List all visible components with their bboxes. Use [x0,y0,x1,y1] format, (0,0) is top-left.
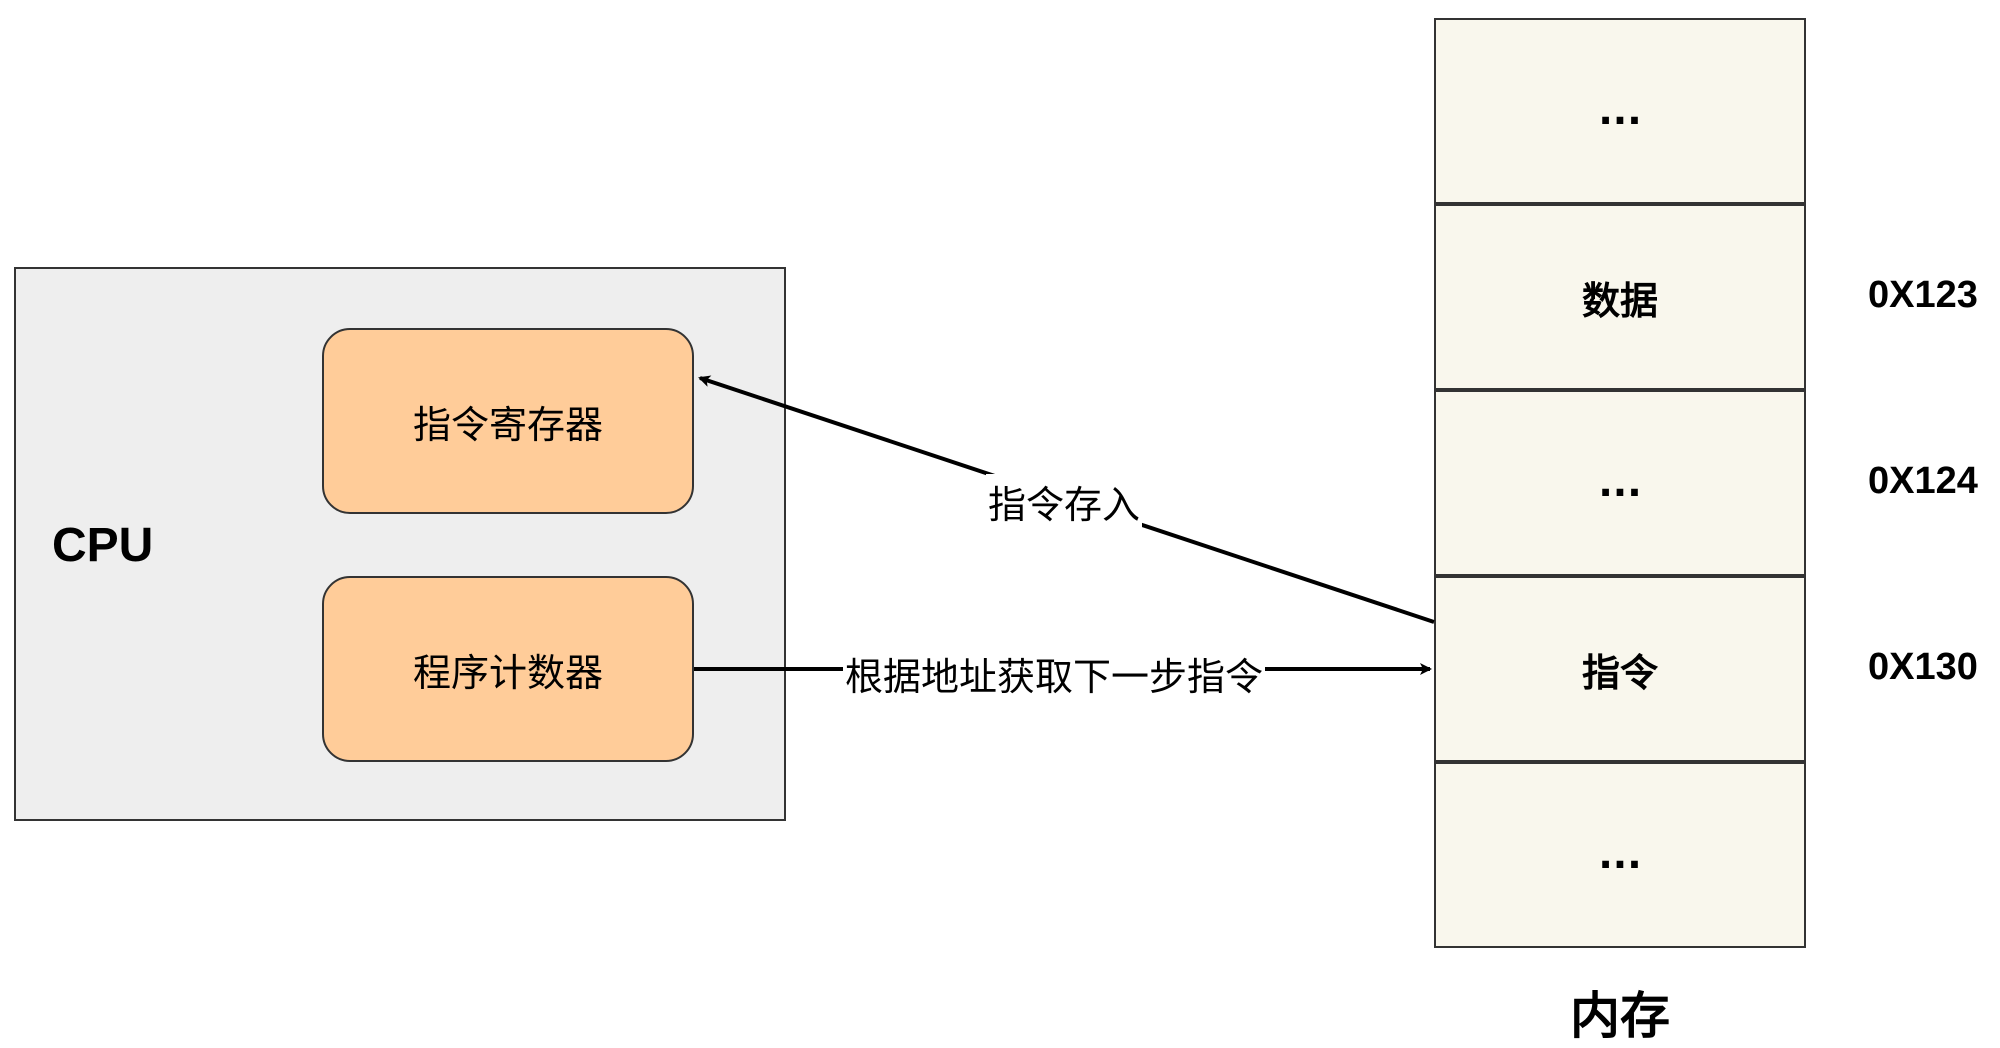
program-counter-label: 程序计数器 [412,650,603,695]
address-label-0x123: 0X123 [1868,274,1978,316]
cpu-label: CPU [52,519,154,572]
memory-cell-4-text: 指令 [1581,650,1658,695]
memory-cell-5-text: ... [1598,833,1642,877]
memory-cell-1: ... [1434,18,1806,204]
fetch-arrow-label: 根据地址获取下一步指令 [843,646,1266,701]
memory-title: 内存 [1570,987,1670,1045]
memory-cell-3: ... [1434,390,1806,576]
memory-cell-5: ... [1434,762,1806,948]
memory-cell-1-text: ... [1598,89,1642,133]
instruction-register-box: 指令寄存器 [322,328,694,514]
memory-cell-4: 指令 [1434,576,1806,762]
memory-cell-2: 数据 [1434,204,1806,390]
memory-cell-3-text: ... [1598,461,1642,505]
store-arrow-label: 指令存入 [986,474,1143,529]
memory-cell-2-text: 数据 [1581,278,1658,323]
program-counter-box: 程序计数器 [322,576,694,762]
address-label-0x130: 0X130 [1868,646,1978,688]
instruction-register-label: 指令寄存器 [412,402,603,447]
address-label-0x124: 0X124 [1868,460,1978,502]
